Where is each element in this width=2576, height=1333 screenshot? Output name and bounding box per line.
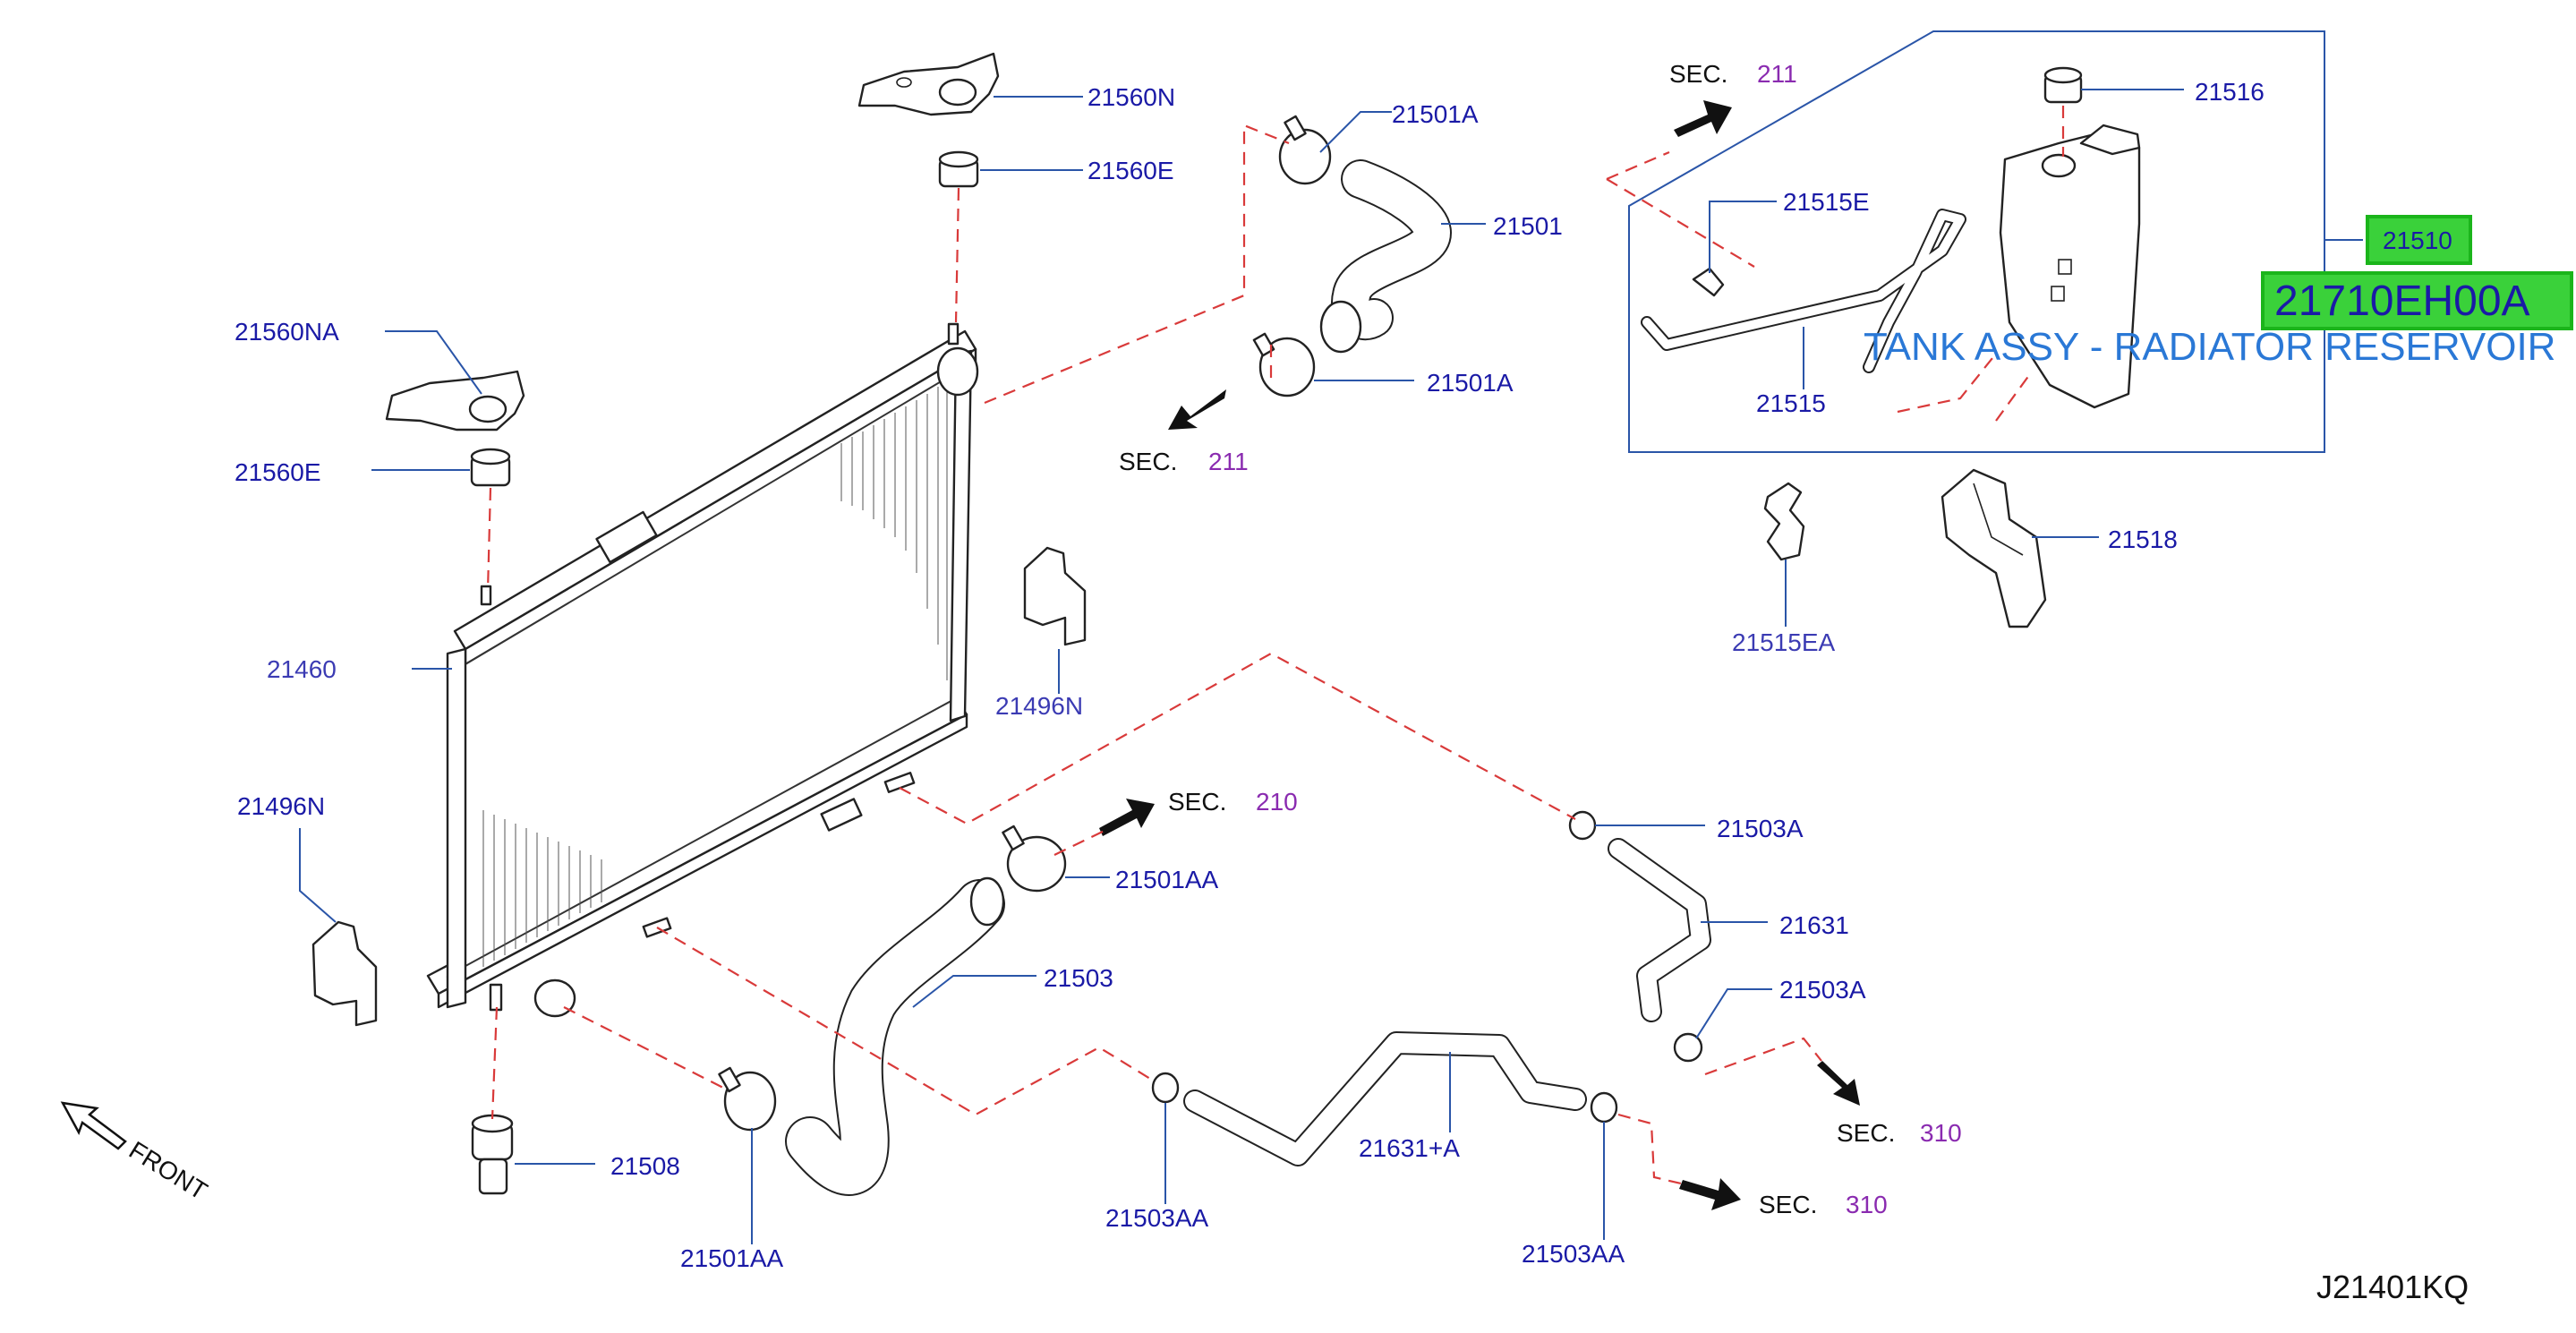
highlight-21510[interactable]: 21510 <box>2366 215 2472 265</box>
label-21501A-top[interactable]: 21501A <box>1392 100 1479 128</box>
label-21508[interactable]: 21508 <box>610 1152 680 1180</box>
clamp-21503A-top[interactable] <box>1568 810 1597 841</box>
label-21503[interactable]: 21503 <box>1044 964 1113 992</box>
hose-21631A[interactable] <box>1183 1031 1587 1166</box>
sec-prefix-310-right[interactable]: SEC. <box>1837 1119 1895 1147</box>
label-21560N[interactable]: 21560N <box>1088 83 1175 111</box>
part-labels: 21560N 21560E 21560NA 21560E 21460 21496… <box>235 78 2265 1272</box>
grommet-21560E-left[interactable] <box>470 448 511 487</box>
label-21496N-mid[interactable]: 21496N <box>995 692 1083 720</box>
label-21501[interactable]: 21501 <box>1493 212 1563 240</box>
arrow-sec-210 <box>1099 799 1155 836</box>
leader-lines <box>299 89 2363 1244</box>
clamp-21503A-bottom[interactable] <box>1673 1032 1703 1063</box>
grommet-21508[interactable] <box>471 1114 514 1195</box>
label-21515E[interactable]: 21515E <box>1783 188 1870 216</box>
highlight-part-number-text[interactable]: 21710EH00A <box>2274 278 2530 325</box>
arrow-sec-310-bottom <box>1679 1178 1741 1210</box>
label-21631[interactable]: 21631 <box>1779 911 1849 939</box>
label-21515EA[interactable]: 21515EA <box>1732 628 1836 656</box>
overflow-hose-21515[interactable] <box>1641 209 1966 373</box>
label-21510[interactable]: 21510 <box>2383 226 2452 254</box>
label-21515[interactable]: 21515 <box>1756 389 1826 417</box>
section-references: SEC. 211 SEC. 211 SEC. 210 SEC. 310 SEC.… <box>1119 60 1962 1218</box>
bracket-21560NA[interactable] <box>385 370 525 432</box>
radiator[interactable] <box>426 322 979 1018</box>
front-arrow-icon <box>60 1101 127 1150</box>
clamp-21501A-top[interactable] <box>1278 115 1332 185</box>
label-21560E-left[interactable]: 21560E <box>235 458 321 486</box>
arrow-sec-310-right <box>1817 1061 1860 1106</box>
clamp-21501AA-mid[interactable] <box>1002 825 1067 893</box>
label-21503A-top[interactable]: 21503A <box>1717 815 1804 842</box>
lower-hose-21503[interactable] <box>785 876 1005 1196</box>
label-21503A-bottom[interactable]: 21503A <box>1779 976 1866 1004</box>
clamp-21503AA-left[interactable] <box>1151 1072 1180 1104</box>
reservoir-tank-21510[interactable] <box>1999 124 2141 409</box>
clamp-21503AA-right[interactable] <box>1590 1091 1618 1124</box>
label-21560E-top[interactable]: 21560E <box>1088 157 1174 184</box>
sec-number-211-mid[interactable]: 211 <box>1208 448 1249 475</box>
label-21496N[interactable]: 21496N <box>237 792 325 820</box>
bracket-21560N[interactable] <box>857 52 1000 116</box>
upper-hose-21501[interactable] <box>1319 159 1453 354</box>
sec-prefix-211-top[interactable]: SEC. <box>1669 60 1727 88</box>
air-guide-21496N-left[interactable] <box>311 920 378 1027</box>
connection-lines <box>486 106 2065 1185</box>
sec-prefix-310-bottom[interactable]: SEC. <box>1759 1191 1817 1218</box>
sec-number-211-top[interactable]: 211 <box>1757 60 1797 88</box>
air-guide-21496N-mid[interactable] <box>1023 546 1087 646</box>
label-21501A-mid[interactable]: 21501A <box>1427 369 1514 397</box>
label-21503AA-right[interactable]: 21503AA <box>1522 1240 1625 1268</box>
label-21460[interactable]: 21460 <box>267 655 337 683</box>
label-21503AA-left[interactable]: 21503AA <box>1105 1204 1209 1232</box>
diagram-code: J21401KQ <box>2316 1269 2469 1305</box>
sec-prefix-211-mid[interactable]: SEC. <box>1119 448 1177 475</box>
highlight-part-number[interactable]: 21710EH00A <box>2261 271 2573 330</box>
hose-21631[interactable] <box>1608 838 1711 1022</box>
label-21631A[interactable]: 21631+A <box>1359 1134 1460 1162</box>
part-description-callout: TANK ASSY - RADIATOR RESERVOIR <box>1864 325 2555 369</box>
sec-number-210[interactable]: 210 <box>1256 788 1298 816</box>
label-21501AA-mid[interactable]: 21501AA <box>1115 866 1219 893</box>
clamp-21501A-mid[interactable] <box>1252 332 1316 397</box>
arrow-sec-211-top <box>1674 100 1732 137</box>
label-21518[interactable]: 21518 <box>2108 526 2178 553</box>
clamp-21501AA-bottom[interactable] <box>718 1066 777 1132</box>
label-21501AA-bottom[interactable]: 21501AA <box>680 1244 784 1272</box>
clip-21515E[interactable] <box>1692 267 1725 297</box>
arrow-sec-211-mid <box>1168 389 1226 430</box>
clip-21515EA[interactable] <box>1763 482 1805 561</box>
reservoir-assembly-frame <box>1628 30 2325 453</box>
label-21560NA[interactable]: 21560NA <box>235 318 339 346</box>
sec-number-310-right[interactable]: 310 <box>1920 1119 1962 1147</box>
sec-number-310-bottom[interactable]: 310 <box>1846 1191 1888 1218</box>
grommet-21560E-top[interactable] <box>938 150 979 188</box>
bracket-21518[interactable] <box>1941 468 2047 628</box>
cap-21516[interactable] <box>2043 66 2083 104</box>
sec-prefix-210[interactable]: SEC. <box>1168 788 1226 816</box>
label-21516[interactable]: 21516 <box>2195 78 2265 106</box>
front-label: FRONT <box>124 1136 212 1205</box>
